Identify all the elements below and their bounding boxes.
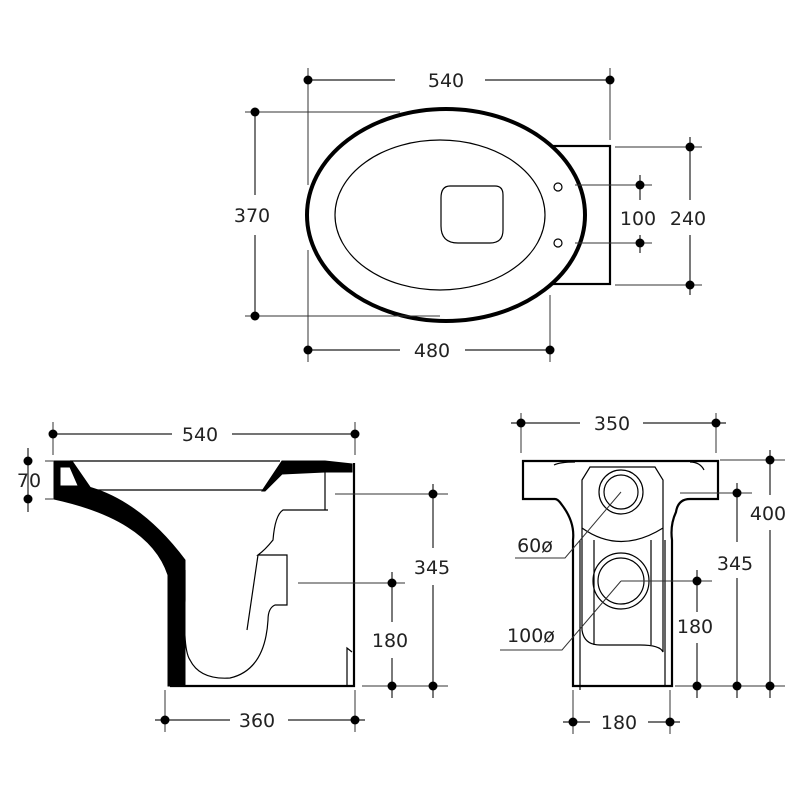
dim-side-outlet-height: 345 <box>414 557 450 579</box>
top-view: 540 370 480 100 240 <box>234 68 706 362</box>
dim-tank-width: 240 <box>670 208 706 230</box>
dim-fixing-holes: 100 <box>620 208 656 230</box>
dim-base-length: 360 <box>239 710 275 732</box>
dim-top-depth: 370 <box>234 205 270 227</box>
dim-side-length: 540 <box>182 424 218 446</box>
dim-rear-trap-height: 180 <box>677 616 713 638</box>
inlet-outer-circle <box>598 469 644 515</box>
dim-rear-width: 350 <box>594 413 630 435</box>
dim-rear-height: 400 <box>750 503 786 525</box>
dim-bowl-width: 480 <box>414 340 450 362</box>
label-outlet-diameter: 100ø <box>507 625 555 647</box>
inlet-inner-circle <box>603 474 639 510</box>
fixing-hole <box>553 182 563 192</box>
rear-view: 350 400 345 180 180 60ø 100ø <box>500 413 786 734</box>
bowl-outer-outline <box>305 107 587 323</box>
dim-top-width: 540 <box>428 70 464 92</box>
label-inlet-diameter: 60ø <box>517 535 553 557</box>
dim-rear-outlet-height: 345 <box>717 553 753 575</box>
dim-rear-base-width: 180 <box>601 712 637 734</box>
fixing-hole <box>553 238 563 248</box>
side-view: 540 70 345 180 360 <box>17 422 450 732</box>
bowl-inner-outline <box>334 139 546 291</box>
dim-side-trap-height: 180 <box>372 630 408 652</box>
bowl-opening <box>440 185 504 244</box>
dim-rim-height: 70 <box>17 470 41 492</box>
